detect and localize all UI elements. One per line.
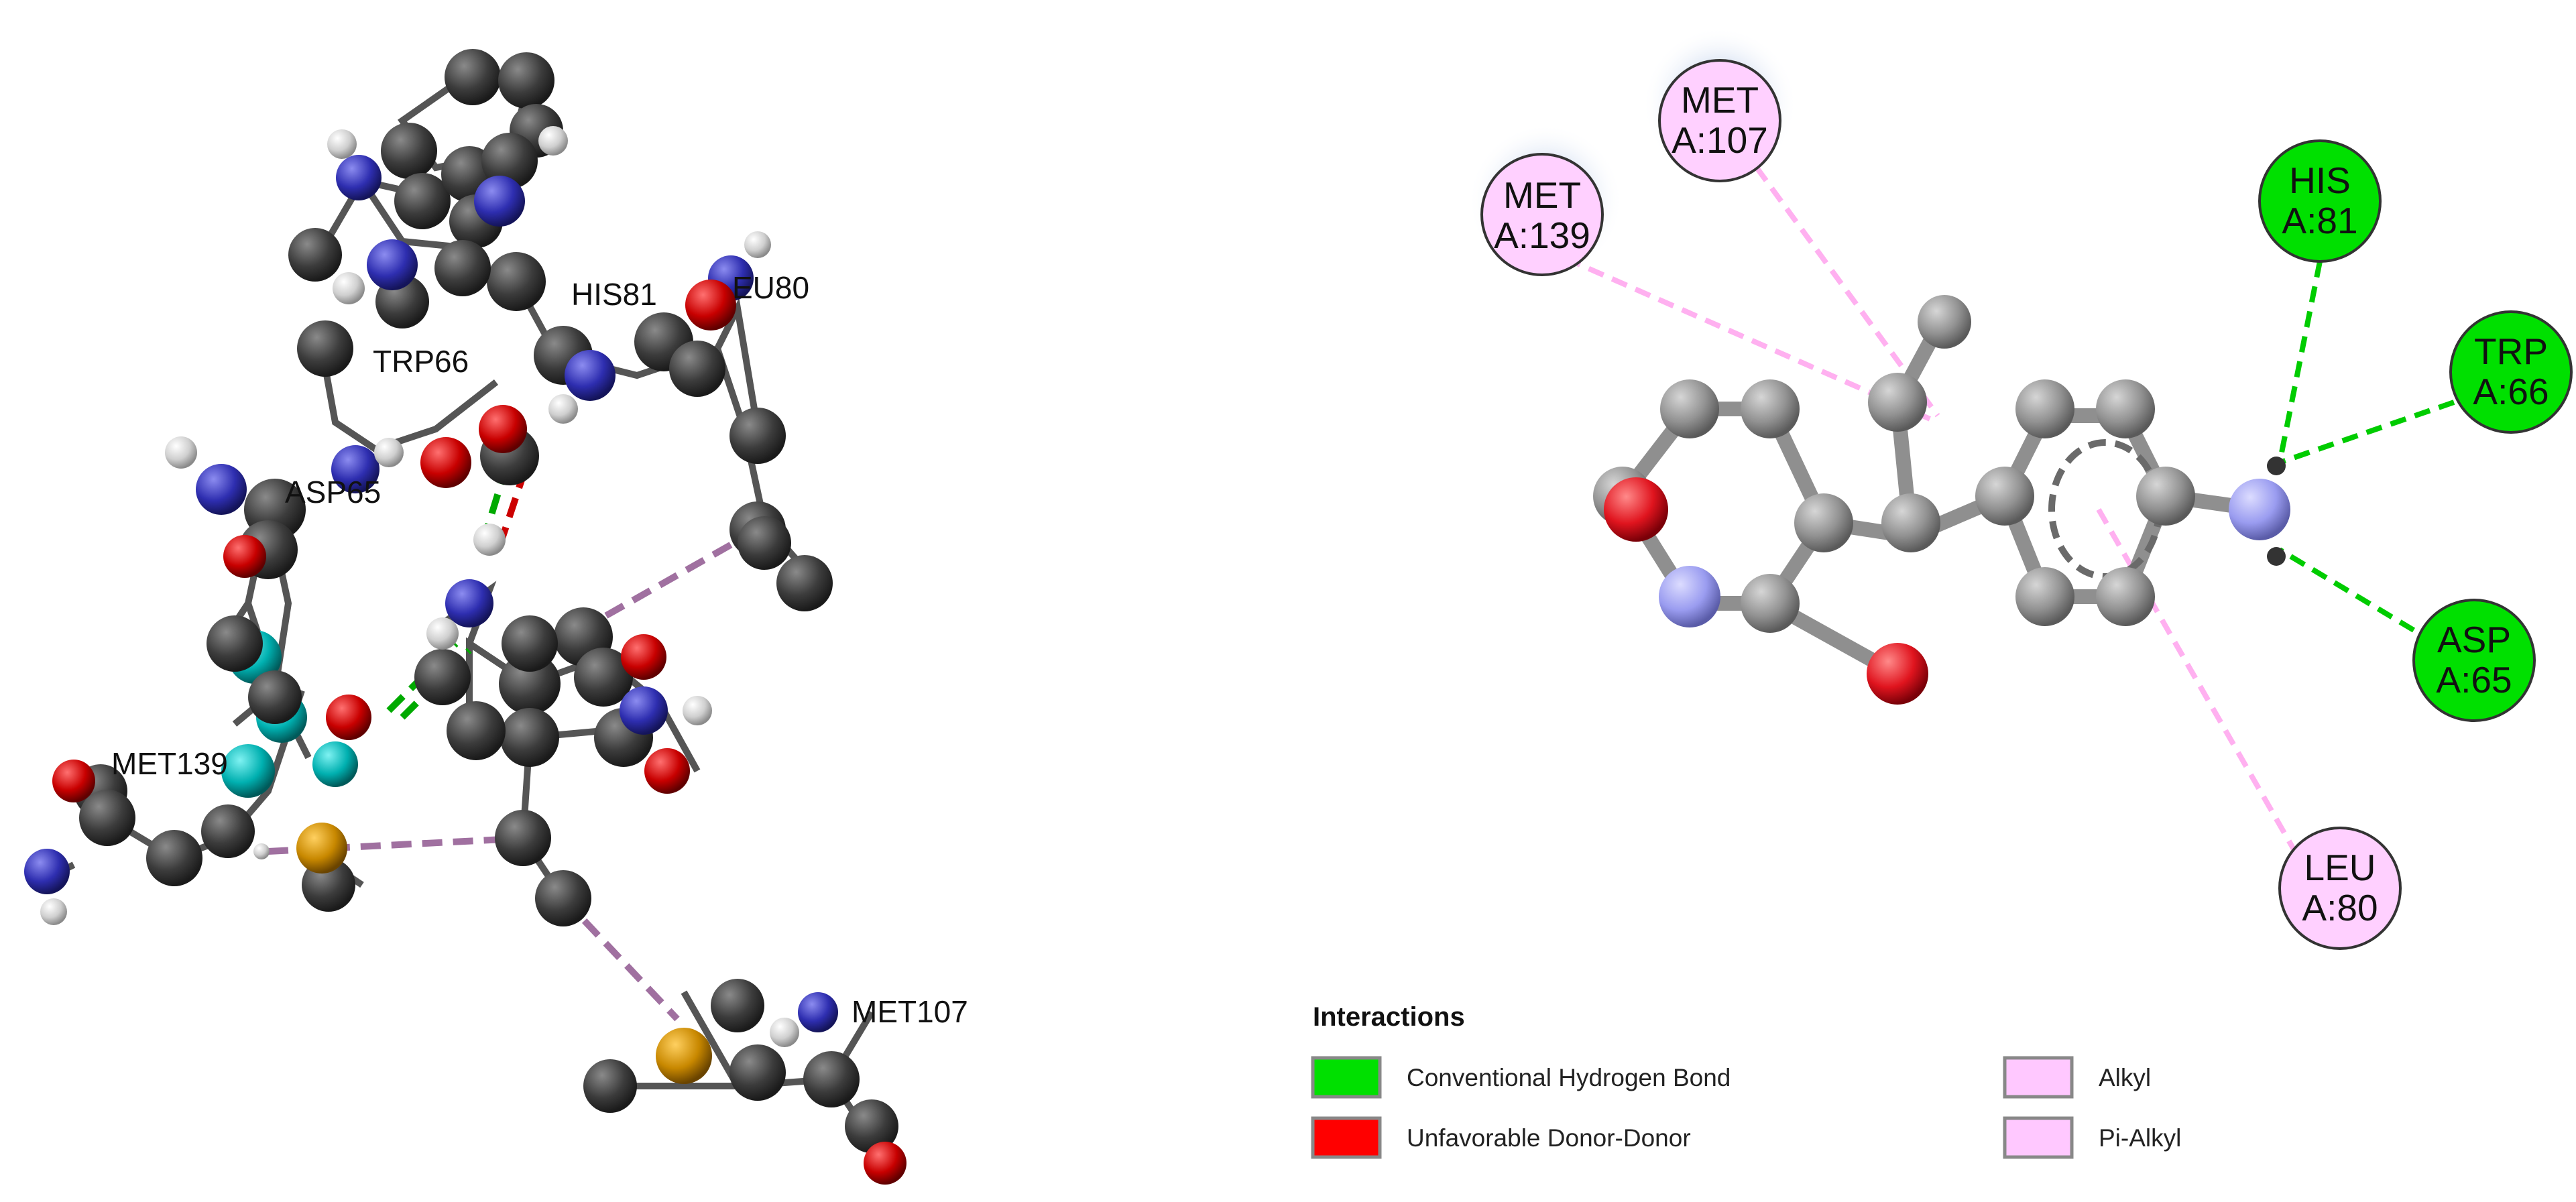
residue-asp65: ASP A:65	[2412, 599, 2536, 722]
residue-label-asp65: ASP65	[285, 475, 381, 509]
3d-oxygen-atoms	[52, 280, 906, 1185]
residue-name: MET	[1503, 174, 1581, 216]
residue-name: MET	[1681, 79, 1759, 121]
3d-hydrogen-atoms	[40, 126, 799, 1047]
residue-label-trp66: TRP66	[373, 344, 469, 379]
residue-chain: A:80	[2302, 887, 2378, 928]
legend-label: Alkyl	[2099, 1064, 2151, 1091]
residue-label-met139: MET139	[111, 746, 228, 781]
legend-item-pi-alkyl: Pi-Alkyl	[2003, 1116, 2181, 1159]
legend-swatch	[1311, 1116, 1382, 1159]
residue-name: LEU	[2304, 847, 2376, 888]
legend: Interactions Conventional Hydrogen Bond …	[1311, 1002, 2181, 1159]
residue-label-leu80: EU80	[732, 270, 809, 305]
residue-leu80: LEU A:80	[2278, 827, 2402, 950]
legend-label: Conventional Hydrogen Bond	[1407, 1064, 1731, 1091]
residue-trp66: TRP A:66	[2449, 310, 2573, 434]
legend-item-unfavorable-donor-donor: Unfavorable Donor-Donor	[1311, 1116, 1691, 1159]
residue-name: TRP	[2474, 330, 2548, 372]
residue-chain: A:65	[2436, 659, 2512, 701]
residue-chain: A:66	[2473, 371, 2549, 412]
2d-interaction-map: MET A:139 MET A:107 HIS A:81 TRP A:66	[1311, 27, 2573, 1159]
legend-item-conventional-hydrogen-bond: Conventional Hydrogen Bond	[1311, 1056, 1731, 1099]
legend-item-alkyl: Alkyl	[2003, 1056, 2151, 1099]
residue-chain: A:139	[1494, 215, 1590, 256]
3d-nitrogen-atoms	[24, 155, 838, 1032]
residue-label-met107: MET107	[852, 994, 968, 1029]
legend-label: Pi-Alkyl	[2099, 1124, 2181, 1152]
residue-chain: A:81	[2282, 200, 2357, 241]
3d-binding-pose: HIS81 EU80 TRP66 ASP65 MET139 MET107	[24, 49, 968, 1185]
2d-carbon-atoms	[1593, 295, 2195, 633]
residue-label-his81: HIS81	[571, 277, 657, 312]
residue-his81: HIS A:81	[2258, 139, 2382, 263]
legend-label: Unfavorable Donor-Donor	[1407, 1124, 1691, 1152]
legend-swatch	[2003, 1056, 2074, 1099]
residue-met107: MET A:107	[1643, 27, 1797, 182]
residue-met139: MET A:139	[1468, 124, 1623, 278]
legend-swatch	[1311, 1056, 1382, 1099]
residue-name: ASP	[2437, 619, 2511, 660]
residue-chain: A:107	[1672, 119, 1768, 161]
residue-disks: MET A:139 MET A:107 HIS A:81 TRP A:66	[1468, 27, 2573, 950]
legend-swatch	[2003, 1116, 2074, 1159]
3d-sulfur-atoms	[296, 823, 712, 1084]
2d-amine-hydrogens	[2267, 457, 2286, 566]
oxygen-atoms-2d	[1604, 477, 1928, 705]
2d-nitrogen-atoms	[1659, 479, 2290, 627]
residue-name: HIS	[2289, 160, 2351, 201]
legend-title: Interactions	[1313, 1002, 1465, 1032]
